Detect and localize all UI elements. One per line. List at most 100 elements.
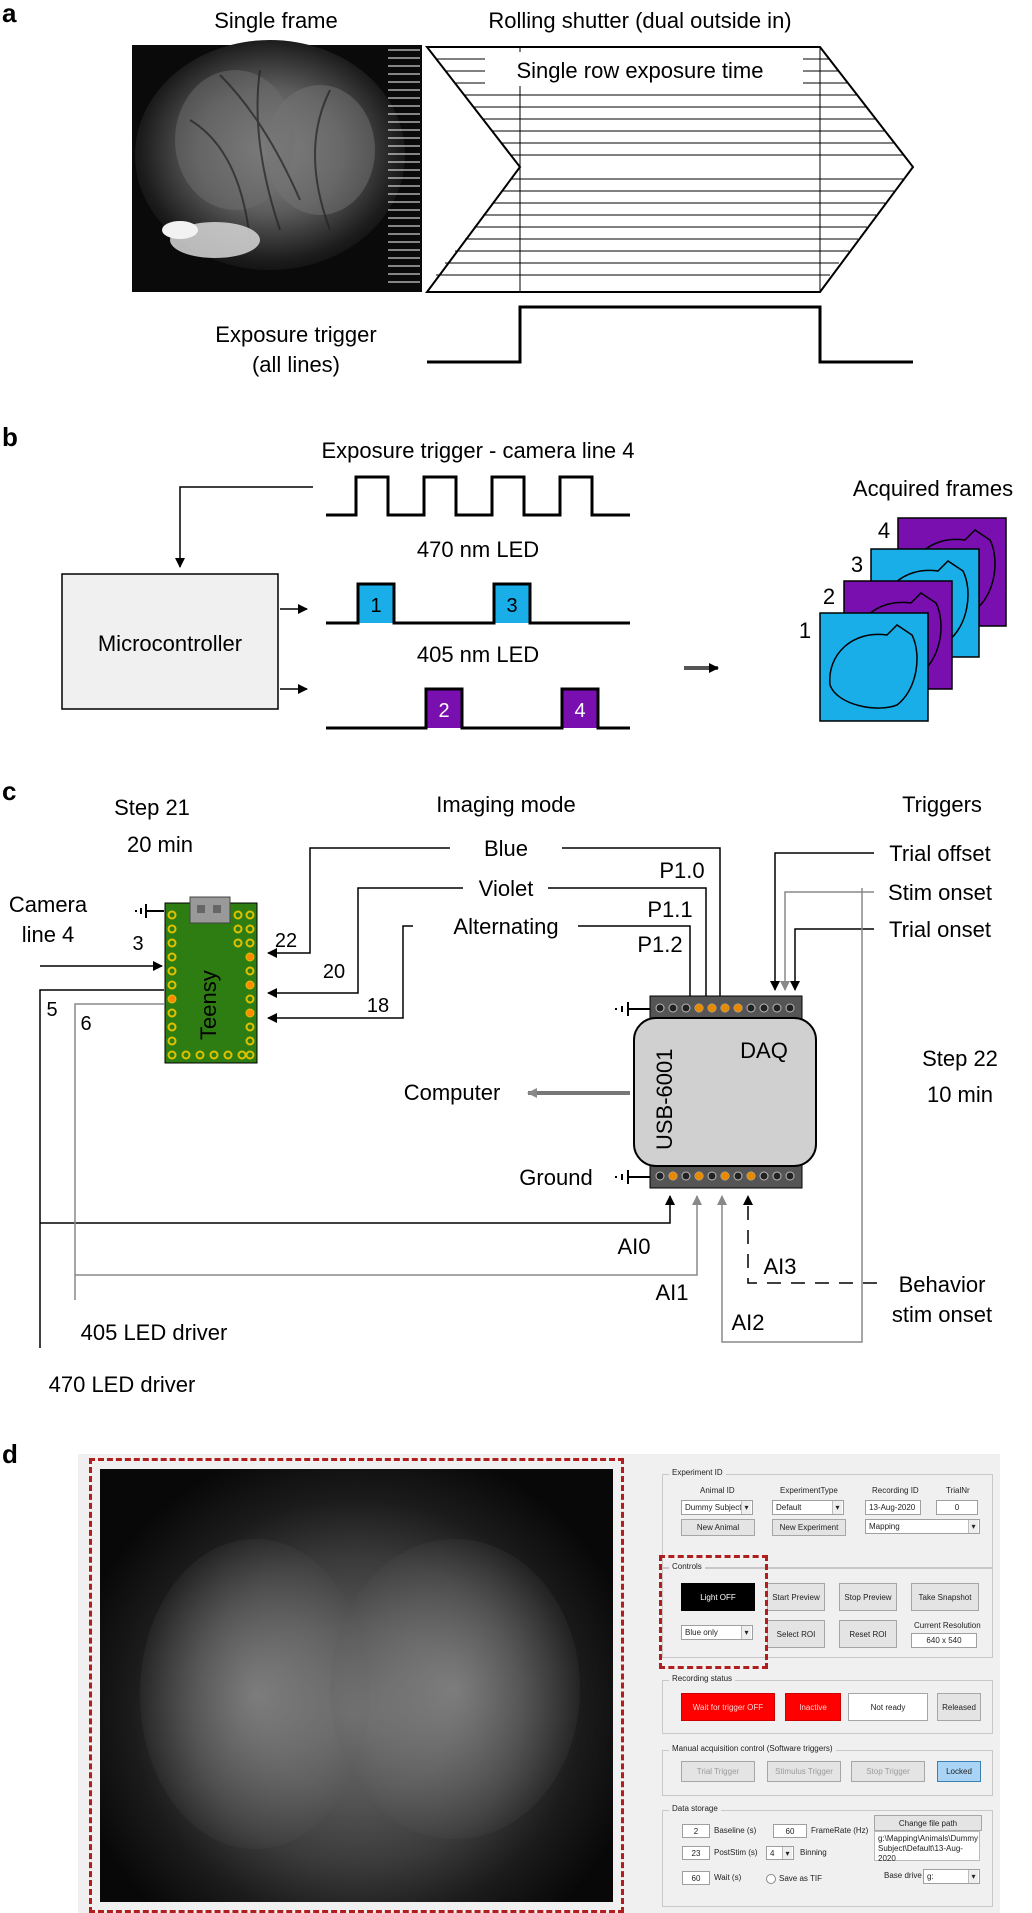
mode-blue-label: Blue: [484, 836, 528, 861]
mode-alternating-label: Alternating: [453, 914, 558, 939]
single-frame-label: Single frame: [214, 8, 338, 33]
pulse-3: [494, 584, 530, 623]
rolling-shutter-label: Rolling shutter (dual outside in): [488, 8, 791, 33]
daq-top-ground-icon: [615, 1002, 650, 1016]
animal-id-select[interactable]: Dummy Subject: [681, 1500, 753, 1515]
experiment-id-group: Experiment ID: [662, 1468, 993, 1568]
p10-label: P1.0: [659, 858, 704, 883]
microcontroller-box: [61, 573, 279, 710]
ai2-label: AI2: [731, 1310, 764, 1335]
stimulus-trigger-button[interactable]: Stimulus Trigger: [767, 1761, 841, 1782]
pulse-2: [426, 689, 462, 728]
led470-label: 470 nm LED: [417, 537, 539, 562]
experiment-id-title: Experiment ID: [669, 1468, 726, 1477]
current-resolution-field: 640 x 540: [911, 1633, 977, 1648]
rolling-shutter-diagram: [424, 46, 915, 293]
file-path-display: g:\Mapping\Animals\Dummy Subject\Default…: [874, 1831, 980, 1863]
trigger-wires: [770, 852, 874, 991]
save-tif-radio[interactable]: [766, 1874, 776, 1884]
exposure-trigger-label: Exposure trigger: [215, 322, 376, 347]
panel-c-letter: c: [2, 776, 16, 806]
manual-acquisition-group: Manual acquisition control (Software tri…: [662, 1744, 993, 1796]
daq-bottom-ground-icon: [615, 1170, 650, 1184]
triggers-label: Triggers: [902, 792, 982, 817]
light-off-button[interactable]: Light OFF: [681, 1583, 755, 1611]
frame-1-label: 1: [799, 618, 811, 643]
pin18-label: 18: [367, 995, 389, 1017]
take-snapshot-button[interactable]: Take Snapshot: [911, 1583, 979, 1611]
trial-onset-label: Trial onset: [889, 917, 991, 942]
trial-trigger-button[interactable]: Trial Trigger: [681, 1761, 755, 1782]
save-tif-label: Save as TIF: [779, 1874, 822, 1883]
controls-title: Controls: [669, 1562, 705, 1571]
trialnr-field[interactable]: 0: [936, 1500, 978, 1515]
led405-waveform: [326, 687, 630, 730]
ai0-label: AI0: [617, 1234, 650, 1259]
experiment-type-select[interactable]: Default: [772, 1500, 844, 1515]
select-roi-button[interactable]: Select ROI: [767, 1620, 825, 1648]
camera-line4-label: line 4: [22, 922, 75, 947]
pulse-2-label: 2: [438, 700, 449, 722]
new-animal-button[interactable]: New Animal: [681, 1519, 755, 1536]
microcontroller-label: Microcontroller: [98, 631, 242, 656]
p11-label: P1.1: [647, 897, 692, 922]
wait-label: Wait (s): [714, 1873, 742, 1882]
poststim-field[interactable]: 23: [682, 1846, 710, 1860]
not-ready-indicator: Not ready: [848, 1693, 928, 1721]
exposure-trigger-waveform: [427, 305, 913, 364]
trigger-to-micro-arrow: [175, 486, 313, 568]
change-file-path-button[interactable]: Change file path: [874, 1815, 982, 1831]
start-preview-button[interactable]: Start Preview: [767, 1583, 825, 1611]
step22-time-label: 10 min: [927, 1082, 993, 1107]
pin20-label: 20: [323, 961, 345, 983]
pin5-label: 5: [46, 999, 57, 1021]
usb6001-label: USB-6001: [652, 1048, 677, 1150]
stop-preview-button[interactable]: Stop Preview: [839, 1583, 897, 1611]
reset-roi-button[interactable]: Reset ROI: [839, 1620, 897, 1648]
daq-device: [633, 995, 817, 1189]
framerate-label: FrameRate (Hz): [811, 1826, 869, 1835]
pin3-label: 3: [132, 933, 143, 955]
experiment-type-label: ExperimentType: [780, 1486, 838, 1495]
controls-highlight: [659, 1555, 768, 1669]
ground-label: Ground: [519, 1165, 592, 1190]
teensy-label: Teensy: [196, 970, 221, 1040]
stim-onset-label: Stim onset: [888, 880, 992, 905]
frame-2-label: 2: [823, 584, 835, 609]
recording-status-title: Recording status: [669, 1674, 736, 1683]
framerate-field[interactable]: 60: [773, 1824, 807, 1838]
single-row-exposure-label: Single row exposure time: [516, 58, 763, 83]
behavior-label: Behavior: [899, 1272, 986, 1297]
frame-3-label: 3: [851, 552, 863, 577]
base-drive-select[interactable]: g:: [923, 1869, 980, 1884]
imaging-mode-label: Imaging mode: [436, 792, 575, 817]
binning-select[interactable]: 4: [766, 1846, 794, 1860]
wait-field[interactable]: 60: [682, 1871, 710, 1885]
step21-time-label: 20 min: [127, 832, 193, 857]
computer-label: Computer: [404, 1080, 501, 1105]
teensy-board: [164, 896, 258, 1064]
recording-id-label: Recording ID: [872, 1486, 919, 1495]
new-experiment-button[interactable]: New Experiment: [772, 1519, 846, 1536]
animal-id-label: Animal ID: [700, 1486, 735, 1495]
locked-button[interactable]: Locked: [937, 1761, 981, 1782]
led405-driver-label: 405 LED driver: [81, 1320, 228, 1345]
light-mode-select[interactable]: Blue only: [681, 1625, 753, 1640]
pin6-label: 6: [80, 1013, 91, 1035]
pulse-1-label: 1: [370, 595, 381, 617]
panel-a-letter: a: [2, 0, 17, 28]
mapping-select[interactable]: Mapping: [865, 1519, 980, 1534]
pulse-4-label: 4: [574, 700, 585, 722]
baseline-label: Baseline (s): [714, 1826, 757, 1835]
data-storage-title: Data storage: [669, 1804, 721, 1813]
stim-onset-behavior-label: stim onset: [892, 1302, 992, 1327]
frame-4-label: 4: [878, 518, 890, 543]
baseline-field[interactable]: 2: [682, 1824, 710, 1838]
recording-id-field[interactable]: 13-Aug-2020: [865, 1500, 921, 1515]
stop-trigger-button[interactable]: Stop Trigger: [851, 1761, 925, 1782]
pulse-3-label: 3: [506, 595, 517, 617]
acquired-frames-stack: [819, 517, 1007, 722]
manual-acquisition-title: Manual acquisition control (Software tri…: [669, 1744, 836, 1753]
released-button[interactable]: Released: [937, 1693, 981, 1721]
all-lines-label: (all lines): [252, 352, 340, 377]
